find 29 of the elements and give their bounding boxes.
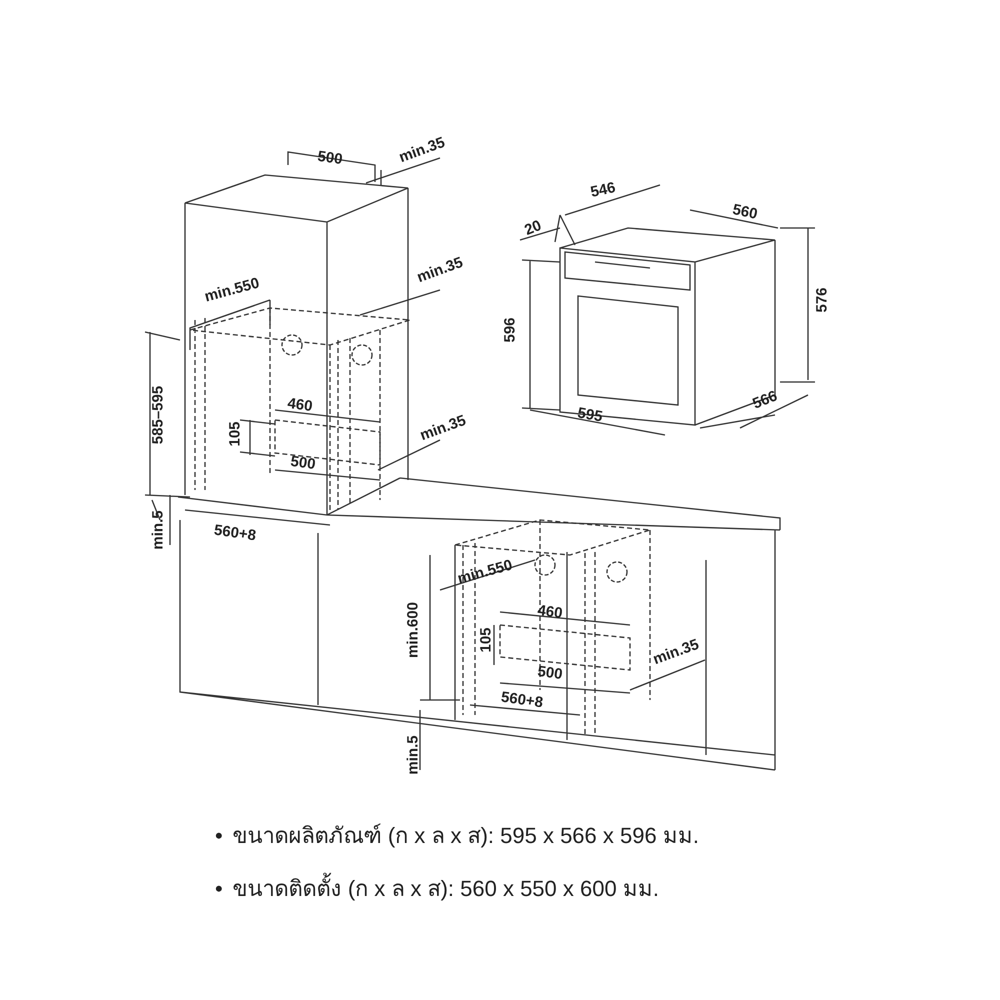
bullet: • <box>215 876 223 901</box>
bullet: • <box>215 823 223 848</box>
dimension-label: 105 <box>478 627 494 653</box>
dimension-label: 576 <box>814 287 830 313</box>
spec-note: ขนาดผลิตภัณฑ์ (ก x ล x ส): 595 x 566 x 596 มม. <box>232 823 699 848</box>
dimension-label: min.550 <box>456 558 514 586</box>
dimension-label: 566 <box>750 388 780 412</box>
dimension-label: 585–595 <box>150 386 166 444</box>
dimension-label: 560+8 <box>500 690 544 710</box>
dimension-label: 560+8 <box>213 522 257 544</box>
dimension-label: 105 <box>228 421 242 447</box>
dimension-label: 500 <box>536 664 564 682</box>
dimension-label: min.5 <box>406 735 420 775</box>
dimension-label: min.35 <box>397 134 447 166</box>
dimension-label: 500 <box>290 454 316 472</box>
dimension-label: 596 <box>502 317 518 343</box>
dimension-label: min.35 <box>418 412 468 444</box>
dimension-label: min.550 <box>203 276 261 304</box>
dimension-label: min.5 <box>150 510 166 550</box>
dimension-label: 546 <box>589 180 617 200</box>
dimension-label: min.600 <box>406 602 420 658</box>
dimension-label: 20 <box>522 218 544 238</box>
dimension-label: 460 <box>536 602 564 622</box>
dimension-label: 595 <box>576 405 604 425</box>
dimension-label: 500 <box>316 148 344 168</box>
dimension-label: 560 <box>731 202 759 222</box>
dimension-label: min.35 <box>651 636 701 668</box>
dimension-label: min.35 <box>415 254 465 286</box>
dimension-label: 460 <box>286 396 314 414</box>
